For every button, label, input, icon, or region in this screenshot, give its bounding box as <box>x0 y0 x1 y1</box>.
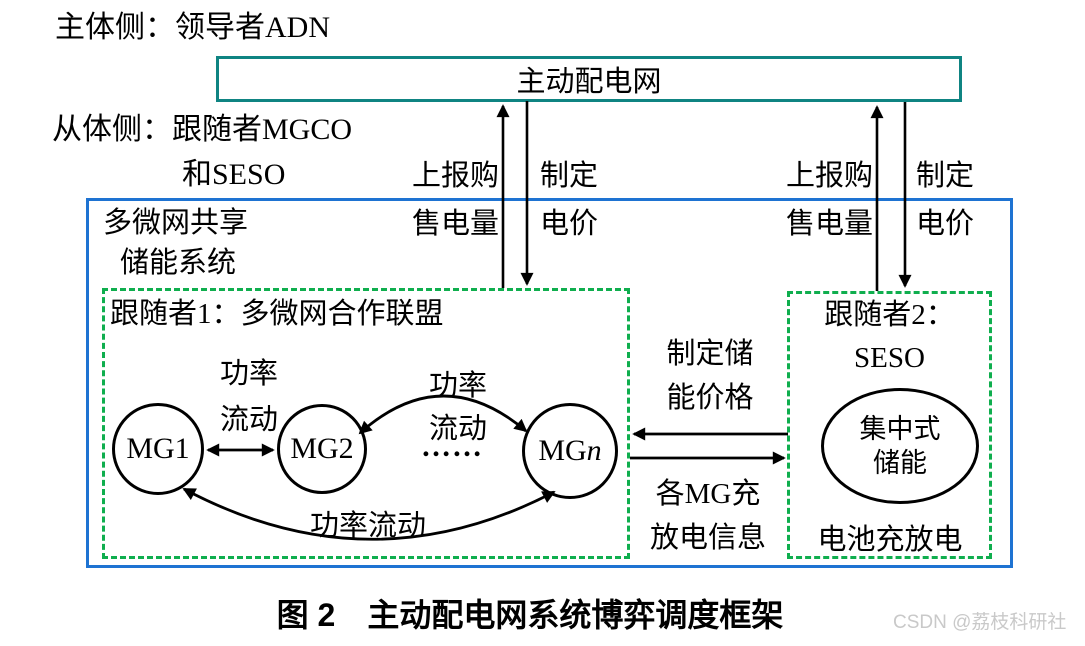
system-box-title-line2: 储能系统 <box>120 247 237 279</box>
ellipsis-dots: …… <box>421 430 483 463</box>
mg2-label: MG2 <box>290 432 354 465</box>
follower2-title: 跟随者2： SESO <box>824 299 955 374</box>
power-flow-label-bottom: 功率流动 <box>309 510 426 542</box>
system-box-title-line1: 多微网共享 <box>103 207 249 239</box>
mg-info-label: 各MG充 放电信息 <box>649 478 766 554</box>
mg1-label: MG1 <box>126 432 190 465</box>
battery-charge-label: 电池充放电 <box>817 524 963 556</box>
mg2-node: MG2 <box>277 404 367 494</box>
figure-caption: 图 2 主动配电网系统博弈调度框架 <box>276 597 784 633</box>
follower1-mgco-box <box>102 288 630 559</box>
follower2-seso-box <box>787 291 992 559</box>
power-flow-label-mid: 功率 流动 <box>428 370 487 445</box>
follower-side-label-line2: 和SESO <box>182 158 286 191</box>
price-label-left: 制定 电价 <box>540 160 599 240</box>
follower1-title: 跟随者1：多微网合作联盟 <box>110 298 444 330</box>
price-label-right: 制定 电价 <box>916 160 975 240</box>
adn-box: 主动配电网 <box>216 56 962 102</box>
adn-box-label: 主动配电网 <box>516 66 662 98</box>
mgn-label: MGn <box>538 434 602 467</box>
power-flow-label-top: 功率 流动 <box>219 358 278 436</box>
centralized-storage-label-line2: 储能 <box>873 448 927 478</box>
shared-storage-system-box <box>86 198 1013 568</box>
leader-side-label: 主体侧：领导者ADN <box>55 11 330 44</box>
mg1-node: MG1 <box>112 403 204 495</box>
report-label-right: 上报购 售电量 <box>785 160 873 240</box>
csdn-watermark: CSDN @荔枝科研社 <box>893 612 1067 633</box>
mgn-node: MGn <box>522 403 618 499</box>
centralized-storage-node: 集中式 储能 <box>821 388 979 504</box>
follower-side-label-line1: 从体侧：跟随者MGCO <box>52 113 353 146</box>
centralized-storage-label-line1: 集中式 <box>859 414 941 444</box>
report-label-left: 上报购 售电量 <box>411 160 499 240</box>
storage-price-label: 制定储 能价格 <box>666 338 754 414</box>
